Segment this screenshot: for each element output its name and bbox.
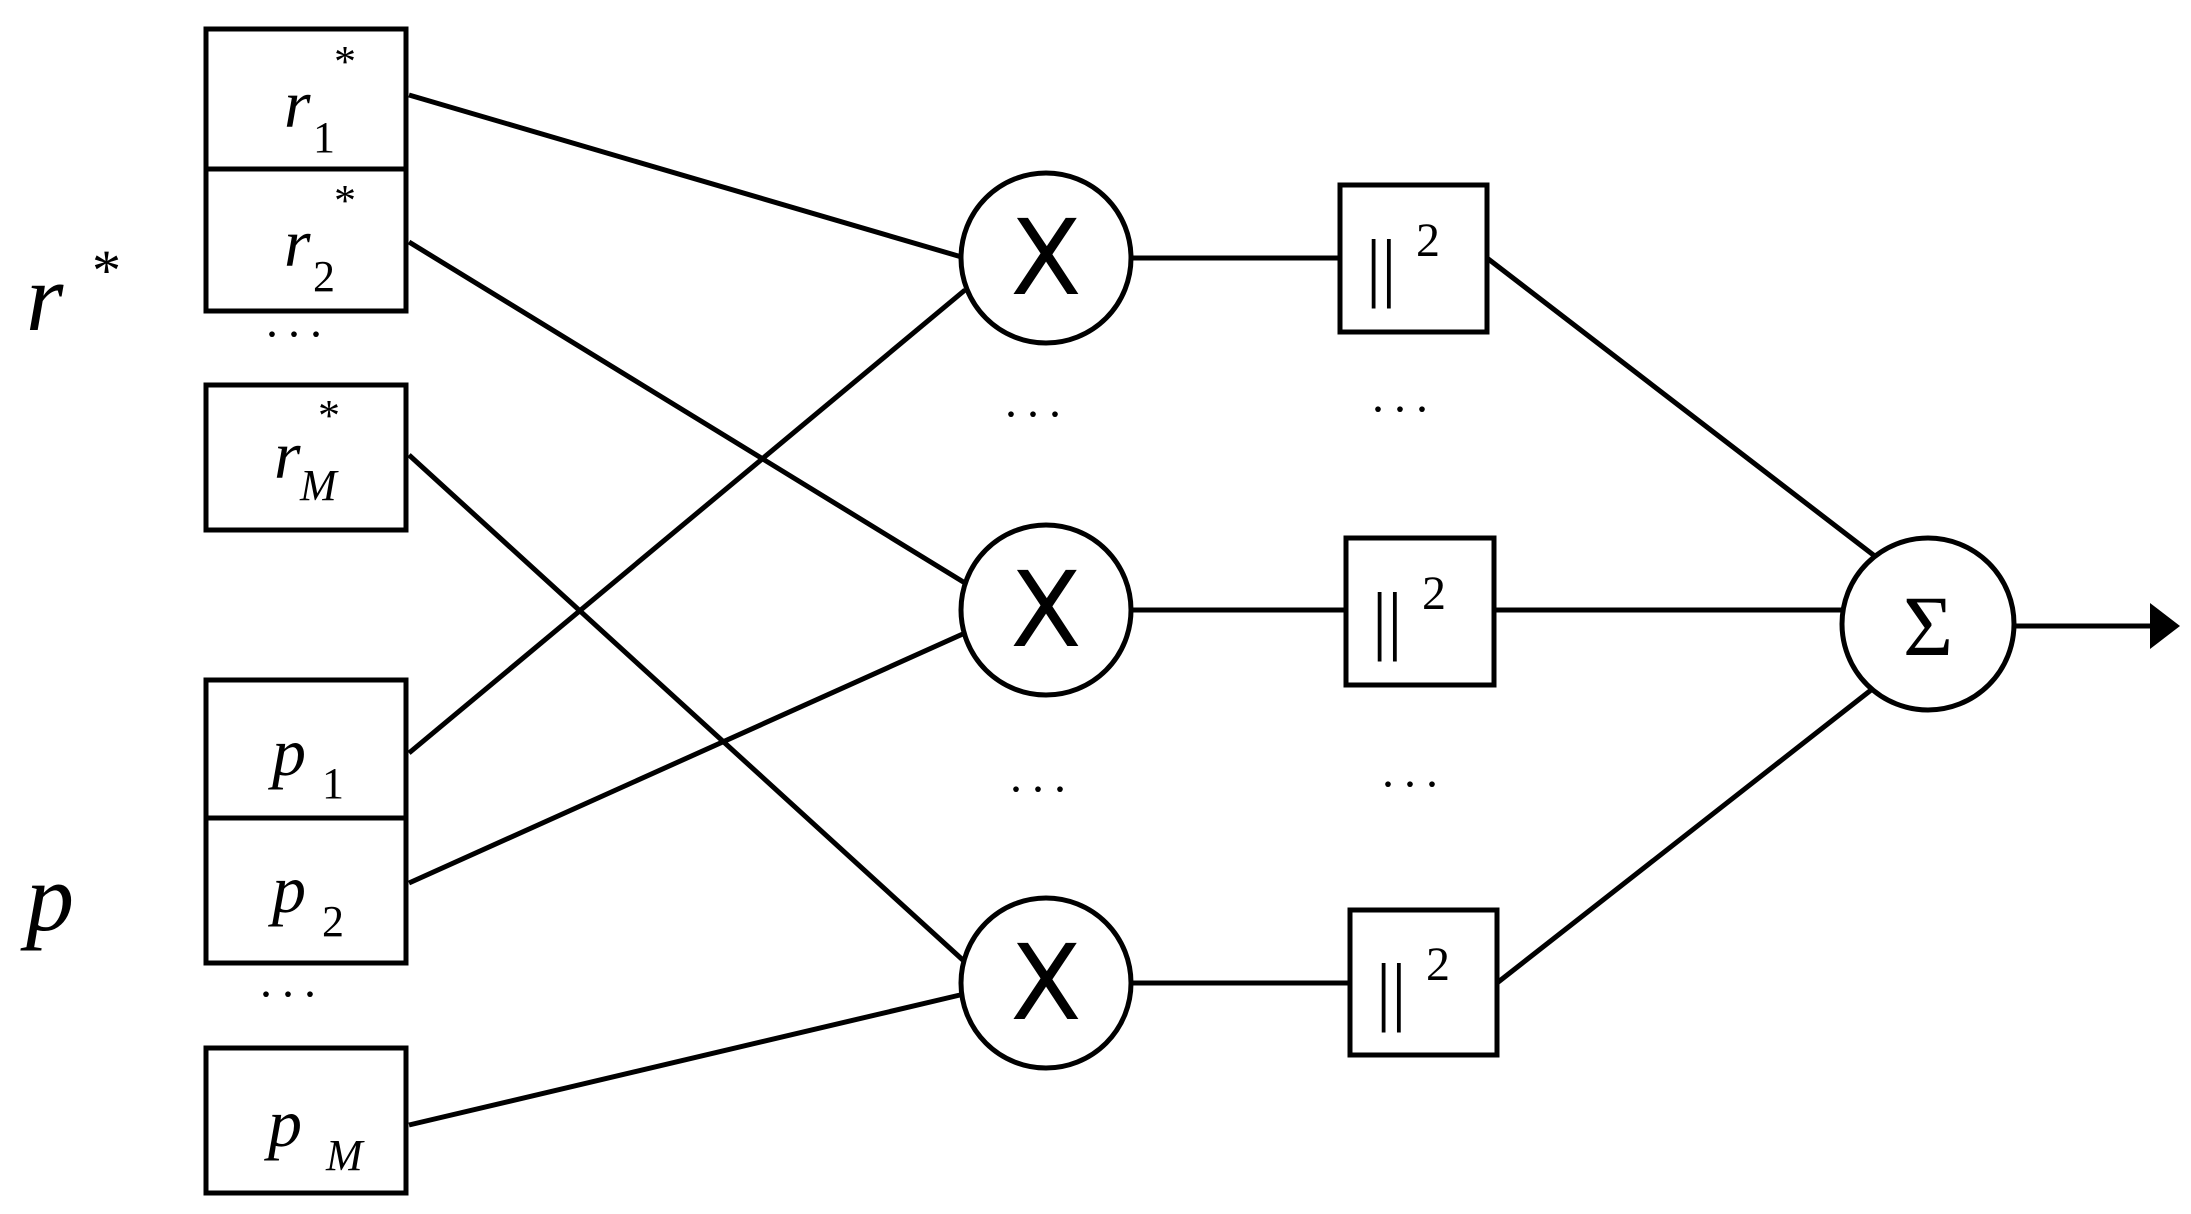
line-pm-to-mult3 [408,992,961,1128]
multiplier-1-symbol: X [1010,197,1081,319]
line-r1-to-mult1 [408,92,966,261]
p-cell-2-sub: 2 [322,897,344,946]
magnitude-block-1-bars: || [1366,225,1396,309]
magnitude-block-2-bars: || [1372,578,1402,662]
group-label-p: p [20,844,74,951]
r-cell-M-base: r [274,417,301,493]
magnitude-ellipsis-lower: ··· [1380,758,1446,811]
multiplier-3: X [958,895,1134,1071]
r-register-ellipsis: ··· [264,308,330,361]
magnitude-block-2-box [1343,535,1497,688]
r-cell-2-sub: 2 [313,252,335,301]
line-rm-to-mult3 [407,453,967,964]
magnitude-block-2: || 2 [1343,535,1497,688]
multiplier-ellipsis-lower: ··· [1008,763,1074,816]
group-label-r-sup: * [92,238,121,303]
summation-symbol: Σ [1903,578,1953,674]
multiplier-2-symbol: X [1010,549,1081,671]
summation-node: Σ [1839,535,2017,713]
group-label-r: r * [26,238,121,351]
r-cell-1-sup: * [334,37,356,86]
p-cell-1-base: p [268,714,306,790]
multiplier-1: X [958,170,1134,346]
p-register-ellipsis: ··· [258,968,324,1021]
magnitude-block-3-box [1347,907,1500,1058]
p-cell-1 [203,677,409,821]
r-cell-1-base: r [284,66,311,142]
magnitude-block-2-exponent: 2 [1422,567,1446,620]
connection-lines [407,92,2180,1128]
r-cell-M [203,382,409,533]
r-cell-M-sup: * [318,391,340,440]
r-cell-M-sub: M [299,461,339,510]
summation-circle [1839,535,2017,713]
line-p2-to-mult2 [407,630,967,886]
multiplier-3-circle [958,895,1134,1071]
group-label-r-base: r [26,244,64,351]
line-mag1-to-sum [1485,256,1878,559]
multiplier-1-circle [958,170,1134,346]
p-cell-M-base: p [264,1085,302,1161]
magnitude-block-3-exponent: 2 [1426,938,1450,991]
magnitude-block-1-exponent: 2 [1416,214,1440,267]
p-cell-2-base: p [268,851,306,927]
magnitude-block-1-box [1337,182,1490,335]
r-cell-2 [203,166,409,314]
multiplier-2-circle [958,522,1134,698]
p-cell-M-sub: M [325,1131,365,1180]
magnitude-block-3: || 2 [1347,907,1500,1058]
output-arrowhead [2150,603,2180,649]
magnitude-block-3-bars: || [1376,949,1406,1033]
r-register: r * 1 r * 2 r * M ··· [203,26,409,533]
p-cell-2 [203,815,409,966]
p-cell-1-sub: 1 [322,759,344,808]
multiplier-ellipsis-upper: ··· [1003,388,1069,441]
r-cell-1-sub: 1 [313,113,335,162]
line-mag3-to-sum [1495,681,1882,985]
p-cell-M [203,1045,409,1196]
p-register: p 1 p 2 p M ··· [203,677,409,1196]
multiplier-3-symbol: X [1010,922,1081,1044]
r-cell-2-base: r [284,205,311,281]
magnitude-ellipsis-upper: ··· [1370,383,1436,436]
line-p1-to-mult1 [407,288,967,755]
multiplier-2: X [958,522,1134,698]
magnitude-block-1: || 2 [1337,182,1490,335]
line-r2-to-mult2 [407,239,967,586]
r-cell-2-sup: * [334,176,356,225]
